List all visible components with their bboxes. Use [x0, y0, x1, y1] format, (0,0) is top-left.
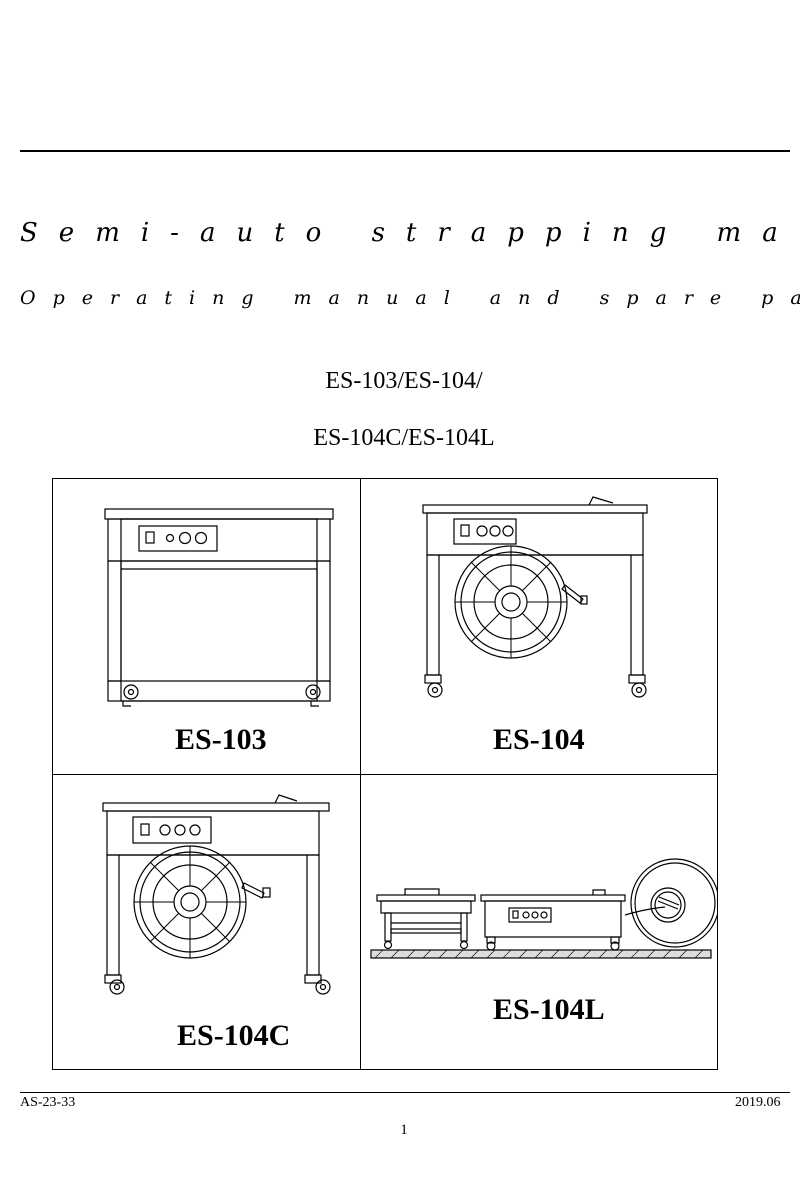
footer-rule	[20, 1092, 790, 1093]
model-list-line-1: ES-103/ES-104/	[325, 368, 483, 394]
top-rule	[20, 150, 790, 152]
document-code: AS-23-33	[20, 1095, 76, 1110]
document-title: Semi-auto strapping machine	[20, 218, 790, 248]
machine-figure-grid: ES-103	[52, 478, 718, 1070]
figure-label-es-103: ES-103	[175, 723, 267, 756]
es-104l-machine-drawing	[370, 858, 717, 959]
document-subtitle: Operating manual and spare parts list	[20, 287, 800, 309]
es-103-machine-drawing	[104, 508, 334, 707]
figure-cell-es-104c: ES-104C	[53, 775, 361, 1069]
figure-label-es-104: ES-104	[493, 723, 585, 756]
model-list-line-2: ES-104C/ES-104L	[313, 425, 495, 451]
figure-cell-es-103: ES-103	[53, 479, 361, 775]
figure-cell-es-104: ES-104	[361, 479, 717, 775]
page-number: 1	[400, 1122, 408, 1138]
figure-label-es-104l: ES-104L	[493, 993, 605, 1026]
figure-label-es-104c: ES-104C	[177, 1019, 291, 1052]
es-104-machine-drawing	[422, 496, 648, 698]
es-104c-machine-drawing	[102, 794, 331, 995]
document-date: 2019.06	[735, 1095, 781, 1110]
figure-cell-es-104l: ES-104L	[361, 775, 717, 1069]
